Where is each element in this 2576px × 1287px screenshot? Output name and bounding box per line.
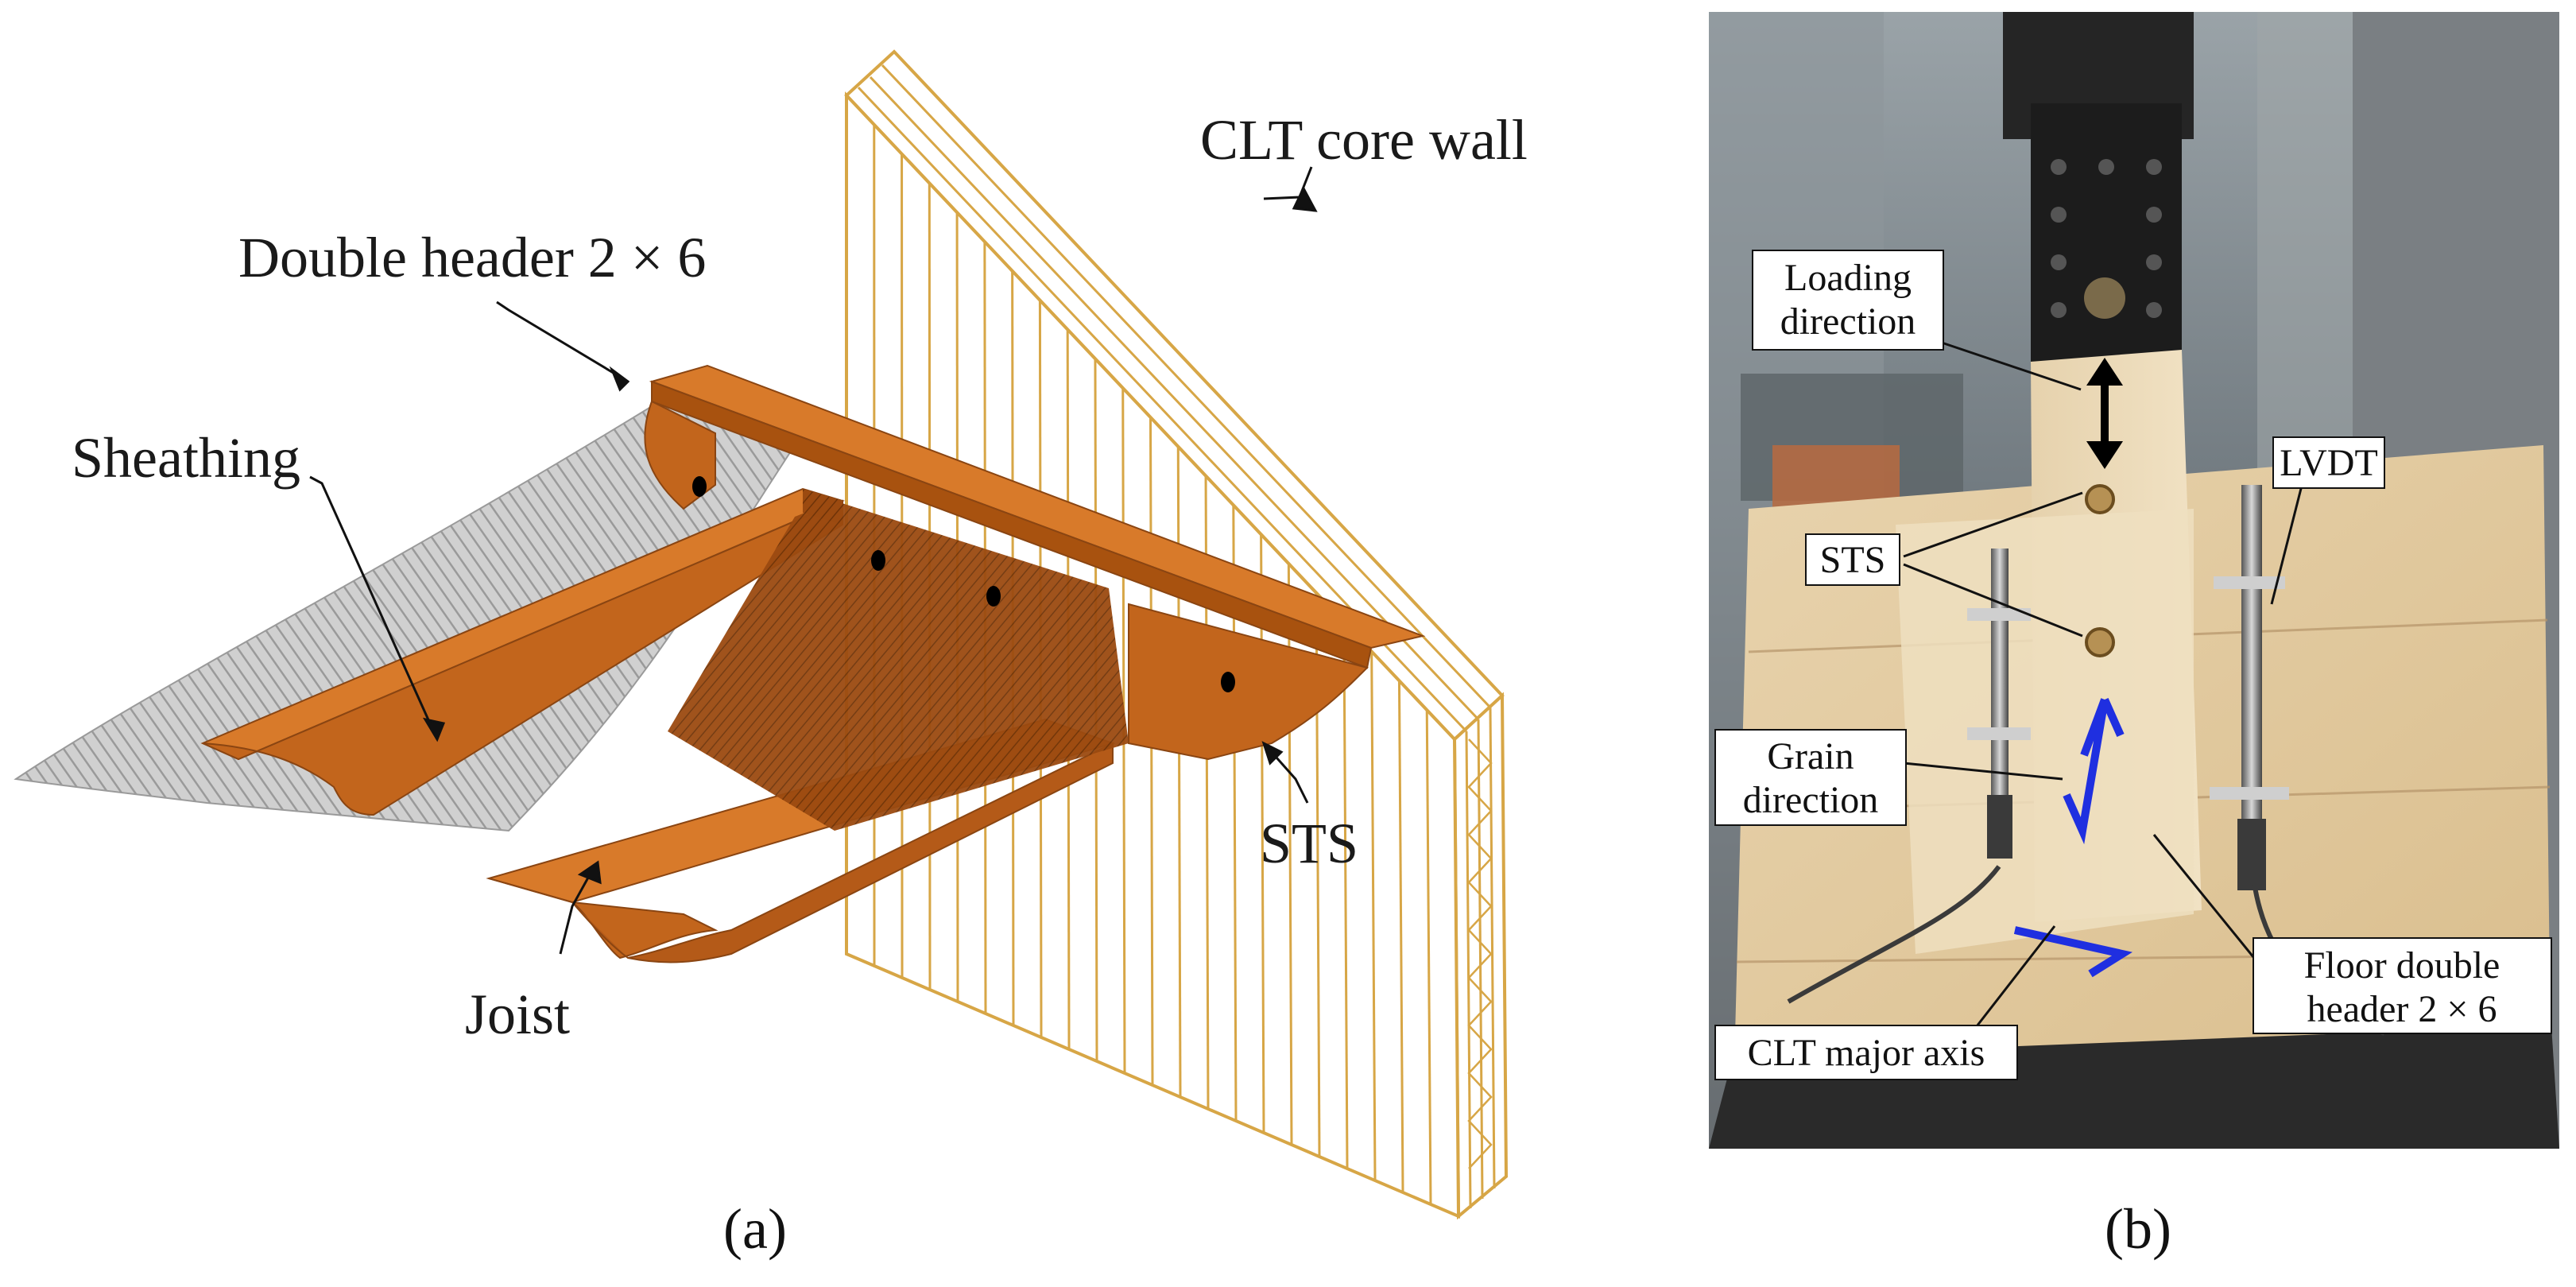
svg-text:Loading: Loading (1784, 257, 1912, 299)
sts-label-b: STS (1805, 533, 1900, 586)
clt-lamella-line (1260, 534, 1265, 1134)
caption-b: (b) (2105, 1197, 2171, 1261)
clt-lamella-line (1342, 622, 1349, 1169)
sts-screws (692, 476, 1235, 692)
svg-text:direction: direction (1780, 300, 1916, 343)
leaders-b (1903, 340, 2307, 1034)
svg-text:header 2 × 6: header 2 × 6 (2307, 988, 2497, 1030)
caption-a: (a) (723, 1197, 787, 1261)
svg-text:direction: direction (1743, 779, 1879, 821)
svg-text:CLT major axis: CLT major axis (1748, 1032, 1985, 1074)
svg-text:STS: STS (1820, 539, 1886, 581)
panel-a-drawing: CLT core wall Double header 2 × 6 Sheath… (14, 49, 1528, 1261)
joist-left (200, 487, 845, 816)
clt-lamella-line (1397, 680, 1404, 1193)
clt-lamella-line (1149, 417, 1154, 1086)
joist-label: Joist (465, 983, 570, 1046)
loading-direction-arrow (2086, 358, 2123, 469)
floor-double-header-label: Floor double header 2 × 6 (2253, 937, 2552, 1034)
clt-lamella-line (1425, 710, 1432, 1205)
grain-direction-arrow (2063, 697, 2125, 845)
double-header-label: Double header 2 × 6 (238, 226, 706, 289)
grain-direction-label: Grain direction (1714, 729, 1907, 826)
panel-b-photo: Loading direction STS LVDT Grain directi… (1709, 12, 2559, 1261)
clt-core-wall-label: CLT core wall (1200, 108, 1528, 172)
svg-text:Grain: Grain (1767, 735, 1854, 777)
sts-label-a: STS (1260, 812, 1358, 875)
svg-text:LVDT: LVDT (2280, 442, 2378, 484)
clt-lamella-line (1370, 651, 1377, 1181)
sheathing-label: Sheathing (72, 426, 300, 490)
clt-major-axis-arrow (2013, 926, 2133, 978)
lvdt-label: LVDT (2272, 436, 2385, 489)
leaders-a (309, 166, 1318, 955)
clt-major-axis-label: CLT major axis (1714, 1025, 2018, 1080)
joist-shadow (668, 501, 1129, 831)
double-header (644, 364, 1426, 761)
svg-text:Floor double: Floor double (2304, 944, 2500, 987)
loading-direction-label: Loading direction (1752, 250, 1944, 351)
